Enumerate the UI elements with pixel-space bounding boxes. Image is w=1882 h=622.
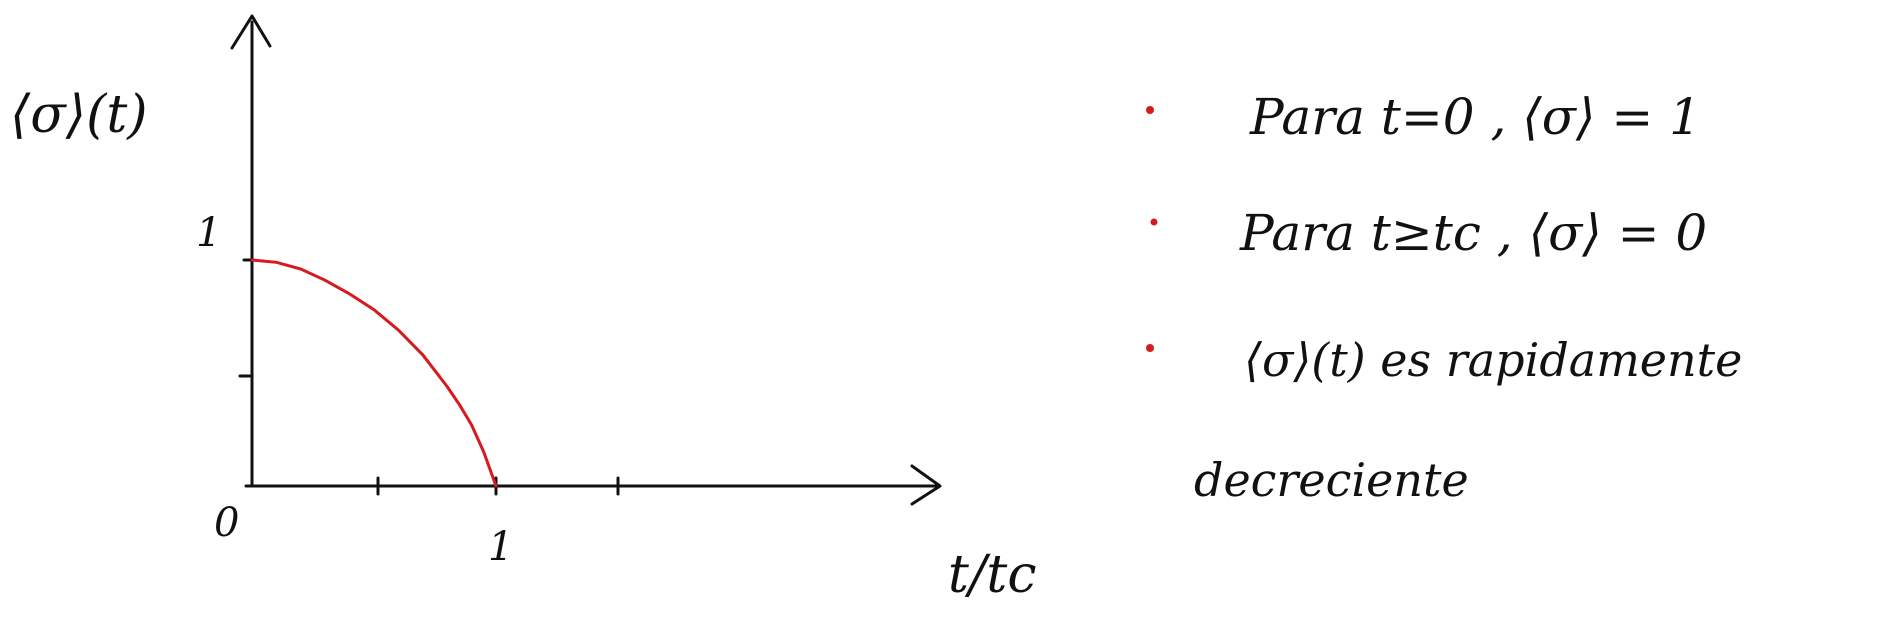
y-axis	[230, 14, 272, 488]
order-parameter-curve	[250, 258, 498, 488]
x-tick-label: 1	[488, 524, 513, 570]
notes-list: Para t=0 , ⟨σ⟩ = 1 Para t≥tc , ⟨σ⟩ = 0 ⟨…	[1146, 88, 1742, 507]
note-bullet-2	[1150, 218, 1158, 226]
note-2: Para t≥tc , ⟨σ⟩ = 0	[1239, 204, 1707, 262]
x-axis-label: t/tc	[948, 545, 1036, 605]
origin-label: 0	[214, 500, 239, 546]
x-axis	[244, 464, 942, 506]
note-3: ⟨σ⟩(t) es rapidamente	[1244, 333, 1742, 387]
note-bullet-3	[1146, 344, 1154, 352]
note-bullet-1	[1146, 106, 1154, 114]
y-axis-label: ⟨σ⟩(t)	[10, 85, 148, 145]
note-1: Para t=0 , ⟨σ⟩ = 1	[1249, 88, 1701, 146]
note-3-continued: decreciente	[1194, 453, 1469, 507]
y-tick-label: 1	[196, 210, 221, 256]
